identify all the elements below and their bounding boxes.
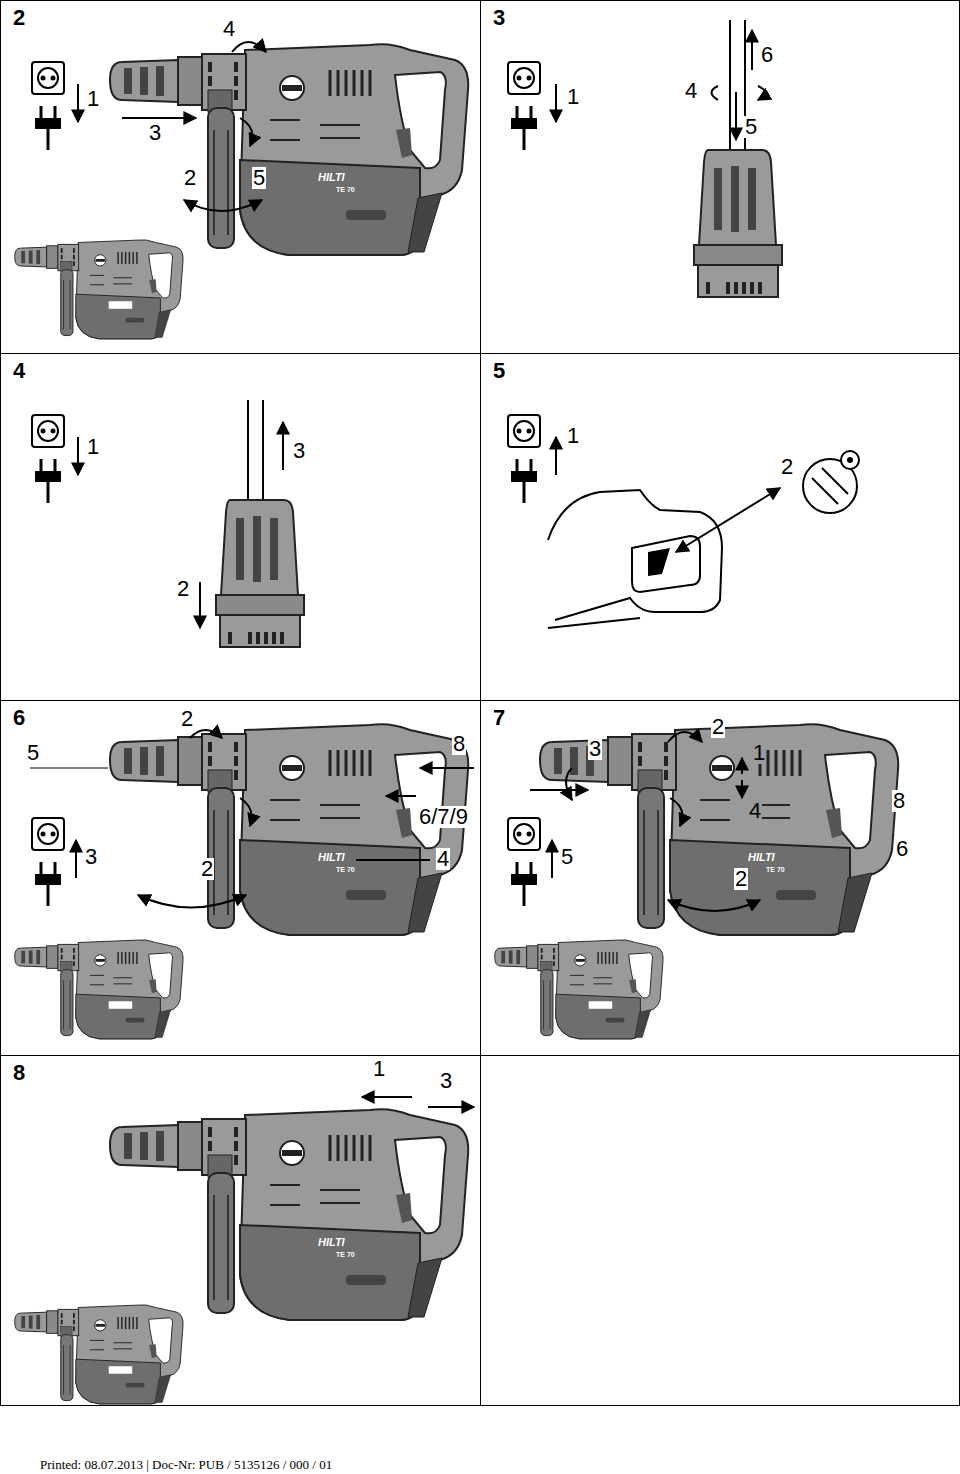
brand-logo: TE 70 [336, 866, 355, 873]
panel-number: 2 [13, 7, 25, 29]
callout-number: 2 [780, 456, 794, 478]
callout-number: 8 [892, 790, 906, 812]
callout-number: 6/7/9 [418, 806, 469, 828]
panel-number: 7 [493, 707, 505, 729]
footer-note: Printed: 08.07.2013 | Doc-Nr: PUB / 5135… [40, 1458, 332, 1471]
callout-number: 1 [566, 86, 580, 108]
panel-number: 4 [13, 360, 25, 382]
callout-number: 3 [292, 440, 306, 462]
callout-number: 1 [372, 1058, 386, 1080]
callout-number: 5 [560, 846, 574, 868]
callout-number: 5 [252, 167, 266, 189]
callout-number: 2 [176, 578, 190, 600]
callout-number: 1 [566, 425, 580, 447]
callout-number: 4 [748, 800, 762, 822]
panel-number: 8 [13, 1062, 25, 1084]
callout-number: 5 [26, 742, 40, 764]
callout-number: 1 [86, 88, 100, 110]
callout-number: 3 [439, 1070, 453, 1092]
brand-logo: TE 70 [336, 1251, 355, 1258]
callout-number: 8 [452, 733, 466, 755]
callout-number: 2 [200, 858, 214, 880]
callout-number: 2 [180, 708, 194, 730]
callout-number: 1 [752, 742, 766, 764]
callout-number: 3 [148, 122, 162, 144]
callout-number: 2 [711, 716, 725, 738]
brand-logo: HILTI [318, 1237, 345, 1248]
figure-panel: 2 [0, 0, 481, 354]
callout-number: 6 [895, 838, 909, 860]
callout-number: 1 [86, 436, 100, 458]
figure-panel: 4 [0, 353, 481, 701]
callout-number: 6 [760, 44, 774, 66]
panel-number: 6 [13, 707, 25, 729]
figure-panel: 7 [480, 700, 960, 1056]
callout-number: 2 [734, 868, 748, 890]
callout-number: 3 [84, 846, 98, 868]
figure-panel: 8 [0, 1055, 481, 1406]
panel-number: 5 [493, 360, 505, 382]
figure-panel: 3 [480, 0, 960, 354]
panel-number: 3 [493, 7, 505, 29]
brand-logo: TE 70 [766, 866, 785, 873]
brand-logo: HILTI [318, 172, 345, 183]
figure-panel: 6 [0, 700, 481, 1056]
callout-number: 4 [436, 848, 450, 870]
brand-logo: HILTI [748, 852, 775, 863]
callout-number: 4 [684, 80, 698, 102]
callout-number: 2 [183, 167, 197, 189]
brand-logo: TE 70 [336, 186, 355, 193]
figure-panel: 5 [480, 353, 960, 701]
callout-number: 3 [588, 738, 602, 760]
callout-number: 4 [222, 18, 236, 40]
callout-number: 5 [744, 116, 758, 138]
brand-logo: HILTI [318, 852, 345, 863]
